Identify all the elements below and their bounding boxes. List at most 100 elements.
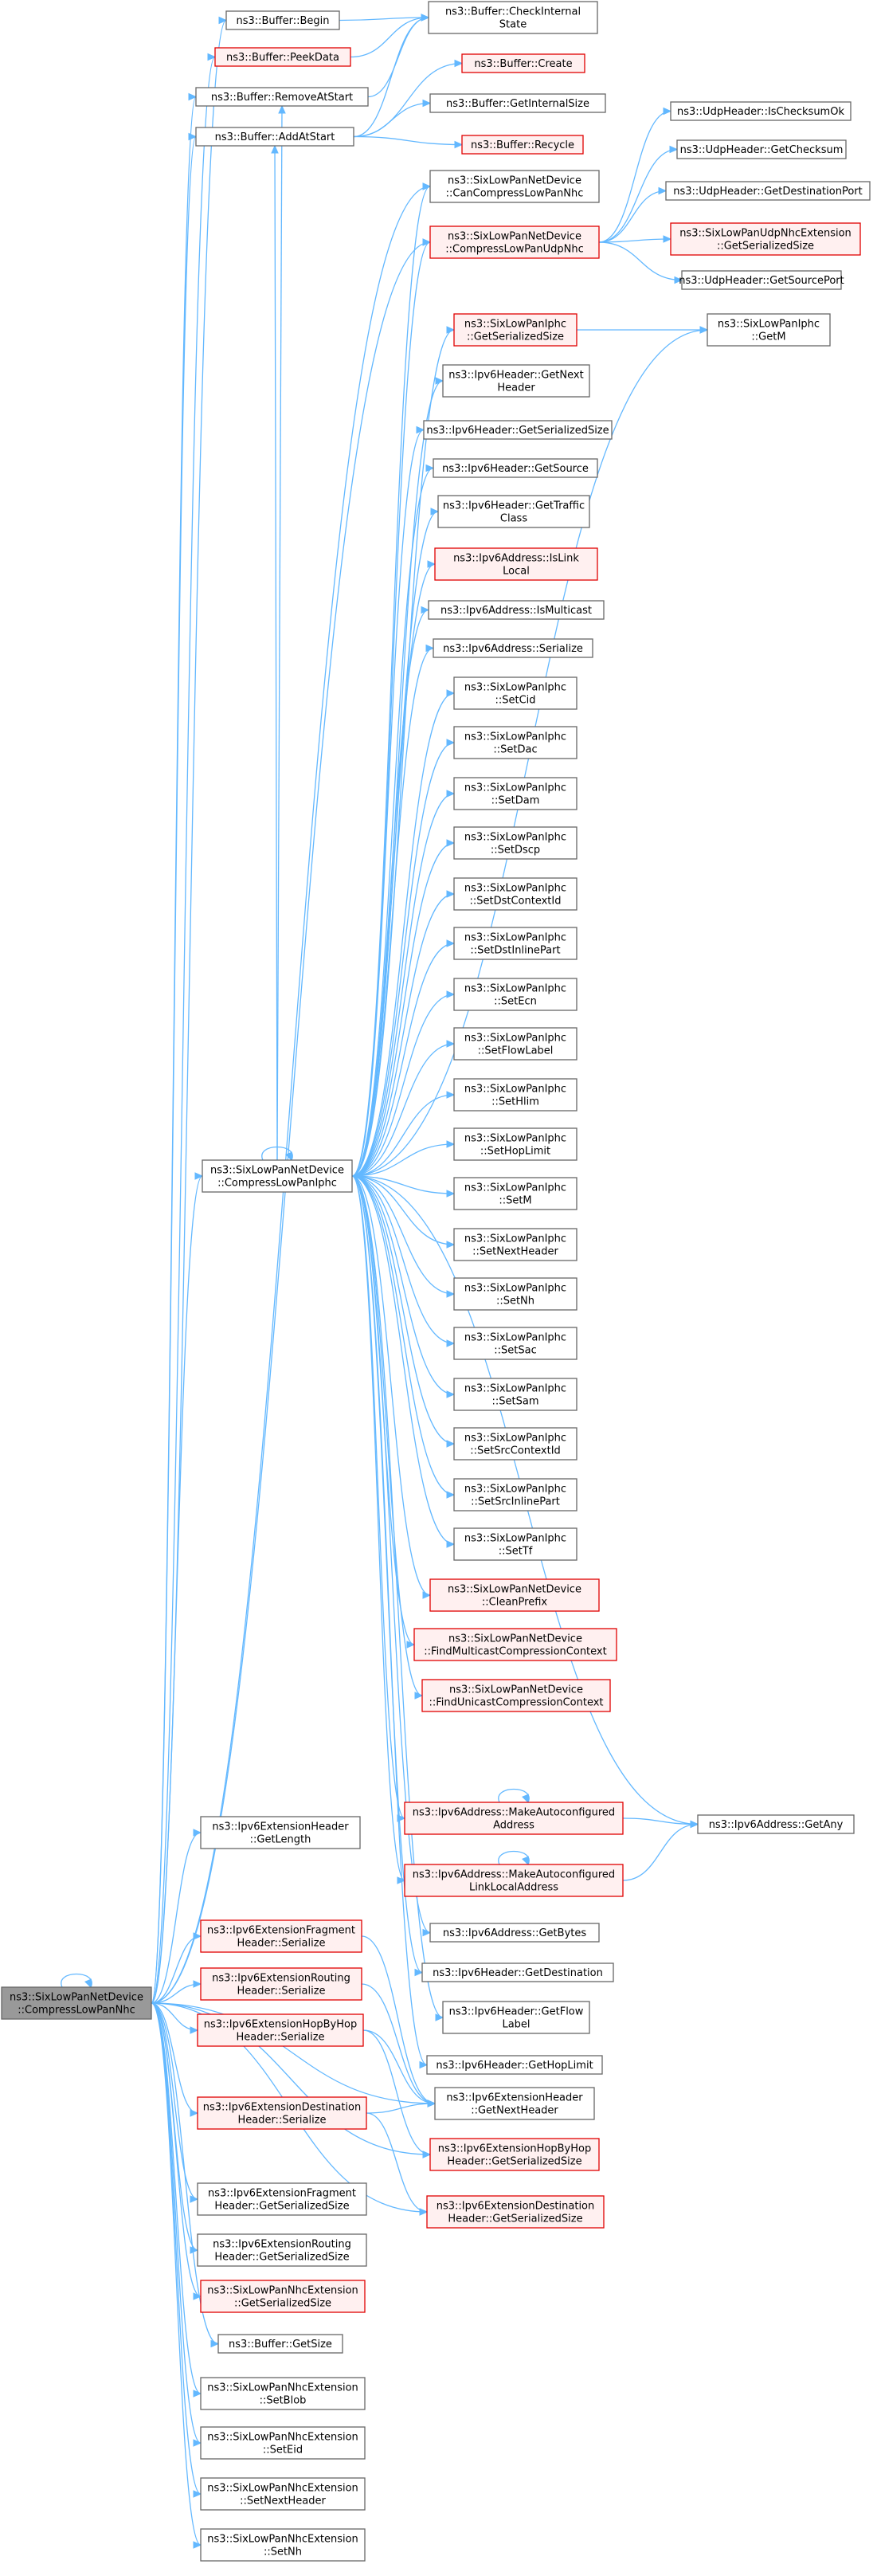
node-bgetint[interactable]: ns3::Buffer::GetInternalSize bbox=[429, 93, 606, 113]
node-setfl[interactable]: ns3::SixLowPanIphc::SetFlowLabel bbox=[453, 1027, 577, 1061]
node-brecycle[interactable]: ns3::Buffer::Recycle bbox=[461, 135, 584, 155]
node-exthdrlen[interactable]: ns3::Ipv6ExtensionHeader::GetLength bbox=[200, 1816, 361, 1849]
node-setcid[interactable]: ns3::SixLowPanIphc::SetCid bbox=[453, 676, 577, 710]
node-makeauto[interactable]: ns3::Ipv6Address::MakeAutoconfiguredAddr… bbox=[404, 1802, 624, 1835]
node-setdac[interactable]: ns3::SixLowPanIphc::SetDac bbox=[453, 726, 577, 759]
node-getany[interactable]: ns3::Ipv6Address::GetAny bbox=[697, 1814, 855, 1834]
node-setnh2[interactable]: ns3::SixLowPanIphc::SetNh bbox=[453, 1277, 577, 1311]
node-ip6hop[interactable]: ns3::Ipv6Header::GetHopLimit bbox=[426, 2055, 603, 2075]
node-setsac[interactable]: ns3::SixLowPanIphc::SetSac bbox=[453, 1327, 577, 1360]
node-ip6ser-box bbox=[423, 420, 613, 440]
node-makell[interactable]: ns3::Ipv6Address::MakeAutoconfiguredLink… bbox=[404, 1864, 624, 1897]
node-setsrcinl[interactable]: ns3::SixLowPanIphc::SetSrcInlinePart bbox=[453, 1478, 577, 1511]
node-sethop-box bbox=[453, 1127, 577, 1161]
node-setsam[interactable]: ns3::SixLowPanIphc::SetSam bbox=[453, 1378, 577, 1411]
edge-compiphc-to-addrser bbox=[351, 647, 434, 1177]
node-ip6dst[interactable]: ns3::Ipv6Header::GetDestination bbox=[421, 1962, 614, 1982]
node-fragser[interactable]: ns3::Ipv6ExtensionFragmentHeader::Serial… bbox=[200, 1919, 362, 1953]
node-routser[interactable]: ns3::Ipv6ExtensionRoutingHeader::Seriali… bbox=[200, 1967, 362, 2001]
node-findmc[interactable]: ns3::SixLowPanNetDevice::FindMulticastCo… bbox=[413, 1628, 617, 1661]
node-setsrcctx[interactable]: ns3::SixLowPanIphc::SetSrcContextId bbox=[453, 1427, 577, 1461]
node-settf[interactable]: ns3::SixLowPanIphc::SetTf bbox=[453, 1527, 577, 1561]
node-udpchk[interactable]: ns3::UdpHeader::IsChecksumOk bbox=[670, 101, 852, 121]
node-udpchk-label: ns3::UdpHeader::IsChecksumOk bbox=[677, 106, 844, 118]
node-finduc[interactable]: ns3::SixLowPanNetDevice::FindUnicastComp… bbox=[421, 1679, 611, 1712]
node-routsize[interactable]: ns3::Ipv6ExtensionRoutingHeader::GetSeri… bbox=[197, 2233, 367, 2267]
node-addrser[interactable]: ns3::Ipv6Address::Serialize bbox=[433, 638, 593, 658]
node-sethop[interactable]: ns3::SixLowPanIphc::SetHopLimit bbox=[453, 1127, 577, 1161]
node-nhcsize[interactable]: ns3::SixLowPanNhcExtension::GetSerialize… bbox=[200, 2280, 366, 2313]
node-dstser[interactable]: ns3::Ipv6ExtensionDestinationHeader::Ser… bbox=[197, 2096, 367, 2130]
edge-compiphc-to-sethlim bbox=[351, 1094, 455, 1177]
edge-compiphc-to-setnh2-arrow bbox=[446, 1290, 456, 1298]
node-bpeek[interactable]: ns3::Buffer::PeekData bbox=[214, 47, 351, 67]
node-clean[interactable]: ns3::SixLowPanNetDevice::CleanPrefix bbox=[429, 1578, 600, 1612]
node-exthdrnext[interactable]: ns3::Ipv6ExtensionHeader::GetNextHeader bbox=[434, 2087, 595, 2120]
node-setdstctx[interactable]: ns3::SixLowPanIphc::SetDstContextId bbox=[453, 877, 577, 911]
node-hbhsize[interactable]: ns3::Ipv6ExtensionHopByHopHeader::GetSer… bbox=[429, 2138, 600, 2171]
node-udpgetchk-box bbox=[676, 139, 847, 159]
node-setdscp[interactable]: ns3::SixLowPanIphc::SetDscp bbox=[453, 826, 577, 860]
node-iphcgetm[interactable]: ns3::SixLowPanIphc::GetM bbox=[707, 313, 831, 347]
node-bbegin[interactable]: ns3::Buffer::Begin bbox=[225, 10, 340, 30]
node-ip6next[interactable]: ns3::Ipv6Header::GetNextHeader bbox=[442, 364, 590, 398]
node-clean-label: ns3::SixLowPanNetDevice bbox=[448, 1584, 581, 1596]
edge-compudp-to-udpchk-arrow bbox=[663, 107, 672, 116]
node-baddat[interactable]: ns3::Buffer::AddAtStart bbox=[195, 127, 354, 147]
edge-makell-to-getany bbox=[622, 1823, 699, 1881]
node-compiphc-box bbox=[202, 1159, 353, 1193]
edge-compiphc-to-setdstinl-arrow bbox=[446, 939, 456, 947]
node-setdam[interactable]: ns3::SixLowPanIphc::SetDam bbox=[453, 777, 577, 810]
node-fragsize[interactable]: ns3::Ipv6ExtensionFragmentHeader::GetSer… bbox=[197, 2182, 367, 2216]
node-udpsrc[interactable]: ns3::UdpHeader::GetSourcePort bbox=[679, 270, 844, 290]
node-ip6fl-label: Label bbox=[502, 2019, 530, 2031]
node-ip6ser[interactable]: ns3::Ipv6Header::GetSerializedSize bbox=[423, 420, 613, 440]
node-ip6hop-label: ns3::Ipv6Header::GetHopLimit bbox=[436, 2060, 593, 2072]
node-compiphc[interactable]: ns3::SixLowPanNetDevice::CompressLowPanI… bbox=[202, 1159, 353, 1193]
node-udpgetchk[interactable]: ns3::UdpHeader::GetChecksum bbox=[676, 139, 847, 159]
node-iphcser-label: ns3::SixLowPanIphc bbox=[464, 319, 566, 331]
node-baddat-label: ns3::Buffer::AddAtStart bbox=[215, 131, 335, 143]
node-nhcsize-label: ns3::SixLowPanNhcExtension bbox=[207, 2285, 358, 2297]
node-setm[interactable]: ns3::SixLowPanIphc::SetM bbox=[453, 1177, 577, 1210]
node-setnh[interactable]: ns3::SixLowPanIphc::SetNextHeader bbox=[453, 1228, 577, 1261]
node-nhcnh[interactable]: ns3::SixLowPanNhcExtension::SetNh bbox=[200, 2528, 366, 2562]
node-ismc[interactable]: ns3::Ipv6Address::IsMulticast bbox=[428, 600, 605, 620]
node-dstsize[interactable]: ns3::Ipv6ExtensionDestinationHeader::Get… bbox=[426, 2195, 605, 2229]
node-nhcsize-label: ::GetSerializedSize bbox=[234, 2298, 331, 2310]
node-udpext[interactable]: ns3::SixLowPanUdpNhcExtension::GetSerial… bbox=[670, 222, 861, 256]
node-compudp[interactable]: ns3::SixLowPanNetDevice::CompressLowPanU… bbox=[429, 225, 600, 259]
node-iphcser[interactable]: ns3::SixLowPanIphc::GetSerializedSize bbox=[453, 313, 577, 347]
node-hbhser[interactable]: ns3::Ipv6ExtensionHopByHopHeader::Serial… bbox=[197, 2013, 364, 2047]
node-bcreate[interactable]: ns3::Buffer::Create bbox=[461, 53, 585, 73]
node-ip6src[interactable]: ns3::Ipv6Header::GetSource bbox=[433, 458, 598, 478]
node-udpdst-label: ns3::UdpHeader::GetDestinationPort bbox=[673, 186, 862, 198]
edge-compiphc-to-setsam bbox=[351, 1175, 455, 1395]
node-ip6tc-box bbox=[437, 495, 590, 528]
node-cancomp[interactable]: ns3::SixLowPanNetDevice::CanCompressLowP… bbox=[429, 170, 600, 203]
node-setdstinl[interactable]: ns3::SixLowPanIphc::SetDstInlinePart bbox=[453, 927, 577, 960]
node-findmc-label: ns3::SixLowPanNetDevice bbox=[448, 1633, 582, 1645]
node-bgetsize[interactable]: ns3::Buffer::GetSize bbox=[217, 2334, 343, 2354]
node-nhcblob[interactable]: ns3::SixLowPanNhcExtension::SetBlob bbox=[200, 2377, 366, 2410]
node-root[interactable]: ns3::SixLowPanNetDevice::CompressLowPanN… bbox=[1, 1986, 152, 2020]
edge-compiphc-to-setdscp bbox=[351, 842, 455, 1177]
node-udpdst[interactable]: ns3::UdpHeader::GetDestinationPort bbox=[665, 181, 871, 201]
node-setdstctx-box bbox=[453, 877, 577, 911]
node-sethlim[interactable]: ns3::SixLowPanIphc::SetHlim bbox=[453, 1078, 577, 1112]
node-setecn-label: ns3::SixLowPanIphc bbox=[464, 983, 566, 995]
edge-root-to-hbhsize bbox=[151, 2002, 431, 2155]
node-getbytes[interactable]: ns3::Ipv6Address::GetBytes bbox=[429, 1923, 600, 1943]
node-bremove[interactable]: ns3::Buffer::RemoveAtStart bbox=[195, 87, 369, 107]
node-setdstinl-box bbox=[453, 927, 577, 960]
node-nhceid-box bbox=[200, 2426, 366, 2460]
node-nhceid[interactable]: ns3::SixLowPanNhcExtension::SetEid bbox=[200, 2426, 366, 2460]
node-nhcnext[interactable]: ns3::SixLowPanNhcExtension::SetNextHeade… bbox=[200, 2477, 366, 2511]
node-setecn[interactable]: ns3::SixLowPanIphc::SetEcn bbox=[453, 978, 577, 1011]
node-nhceid-label: ns3::SixLowPanNhcExtension bbox=[207, 2432, 358, 2444]
edge-compiphc-to-setsrcinl bbox=[351, 1175, 455, 1496]
